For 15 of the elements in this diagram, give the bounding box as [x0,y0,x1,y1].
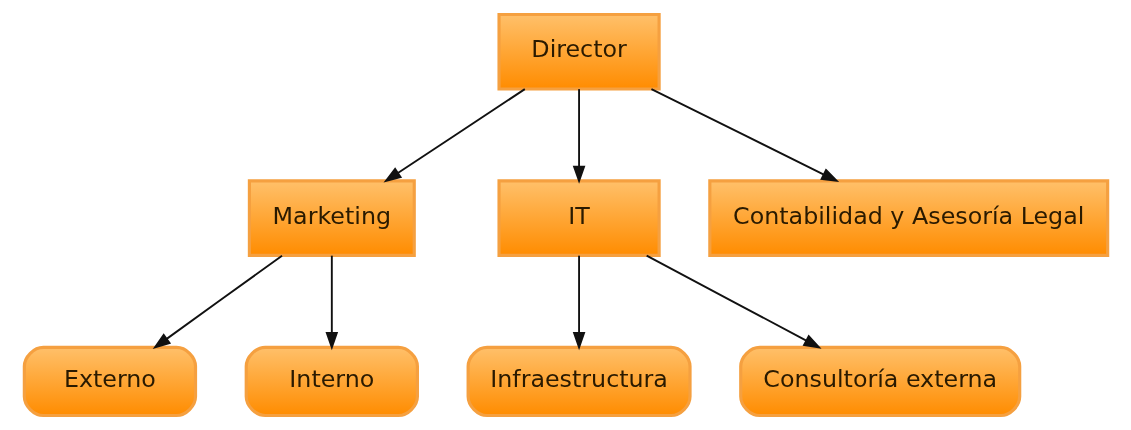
node-box: Externo [22,345,197,418]
arrow [152,254,283,349]
arrow [572,88,585,184]
arrow [649,88,839,183]
node-box: Director [496,12,661,91]
arrow [572,254,585,351]
node-box: Marketing [247,179,416,257]
node-box: Interno [244,345,419,418]
node-box: Infraestructura [466,345,692,418]
node-box: Contabilidad y Asesoría Legal [707,179,1109,257]
arrow [325,254,338,351]
arrow [383,88,526,183]
arrow [645,254,822,349]
node-box: Consultoría externa [738,345,1021,418]
node-box: IT [496,179,661,257]
